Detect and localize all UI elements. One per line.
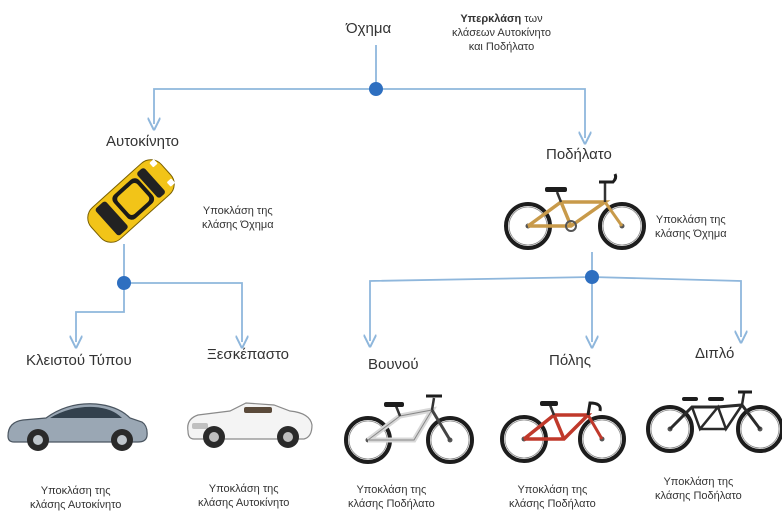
bicycle-note-line2: κλάσης Όχημα	[655, 228, 727, 240]
leaf-note-convertible: Υποκλάση της κλάσης Αυτοκίνητο	[198, 482, 289, 510]
bicycle-note-line1: Υποκλάση της	[655, 214, 726, 226]
bicycle-note: Υποκλάση της κλάσης Όχημα	[655, 213, 727, 241]
root-label: Όχημα	[346, 20, 392, 37]
root-note-line1-rest: των	[521, 13, 543, 25]
sedan-car-icon	[7, 403, 148, 451]
leaf-label-mountain: Βουνού	[368, 356, 419, 373]
convertible-car-icon	[187, 402, 313, 448]
bicycle-connectors	[370, 252, 741, 342]
leaf-note-closed: Υποκλάση της κλάσης Αυτοκίνητο	[30, 484, 121, 512]
leaf-note-line1: Υποκλάση της	[517, 484, 588, 496]
leaf-note-city: Υποκλάση της κλάσης Ποδήλατο	[509, 483, 596, 511]
road-bike-icon	[500, 401, 626, 463]
leaf-label-closed: Κλειστού Τύπου	[26, 352, 132, 369]
mountain-bike-icon	[344, 394, 474, 464]
leaf-label-tandem: Διπλό	[695, 345, 735, 362]
leaf-label-convertible: Ξεσκέπαστο	[207, 346, 290, 363]
leaf-note-mountain: Υποκλάση της κλάσης Ποδήλατο	[348, 483, 435, 511]
car-note-line2: κλάσης Όχημα	[202, 219, 274, 231]
leaf-note-line2: κλάσης Ποδήλατο	[509, 498, 596, 510]
leaf-label-city: Πόλης	[549, 352, 591, 369]
leaf-note-line1: Υποκλάση της	[40, 485, 111, 497]
bicycle-junction	[585, 270, 599, 284]
bicycle-label: Ποδήλατο	[546, 146, 612, 163]
car-note-line1: Υποκλάση της	[202, 205, 273, 217]
bicycle-icon	[504, 173, 646, 250]
root-connectors	[154, 45, 585, 138]
root-junction	[369, 82, 383, 96]
leaf-note-line1: Υποκλάση της	[208, 483, 279, 495]
root-note-line2: κλάσεων Αυτοκίνητο	[452, 27, 551, 39]
car-connectors	[76, 244, 242, 342]
leaf-note-line1: Υποκλάση της	[356, 484, 427, 496]
leaf-note-line2: κλάσης Αυτοκίνητο	[198, 497, 290, 509]
tandem-bike-icon	[646, 390, 782, 453]
yellow-car-icon	[87, 159, 175, 243]
leaf-note-line2: κλάσης Ποδήλατο	[348, 498, 435, 510]
car-note: Υποκλάση της κλάσης Όχημα	[202, 204, 274, 232]
leaf-note-line2: κλάσης Αυτοκίνητο	[30, 499, 122, 511]
car-junction	[117, 276, 131, 290]
root-note-line3: και Ποδήλατο	[468, 41, 535, 53]
leaf-note-line2: κλάσης Ποδήλατο	[655, 490, 742, 502]
car-label: Αυτοκίνητο	[106, 133, 179, 150]
root-note-bold: Υπερκλάση	[460, 13, 522, 25]
leaf-note-line1: Υποκλάση της	[663, 476, 734, 488]
leaf-note-tandem: Υποκλάση της κλάσης Ποδήλατο	[655, 475, 742, 503]
root-note: Υπερκλάση των κλάσεων Αυτοκίνητο και Ποδ…	[452, 12, 551, 54]
